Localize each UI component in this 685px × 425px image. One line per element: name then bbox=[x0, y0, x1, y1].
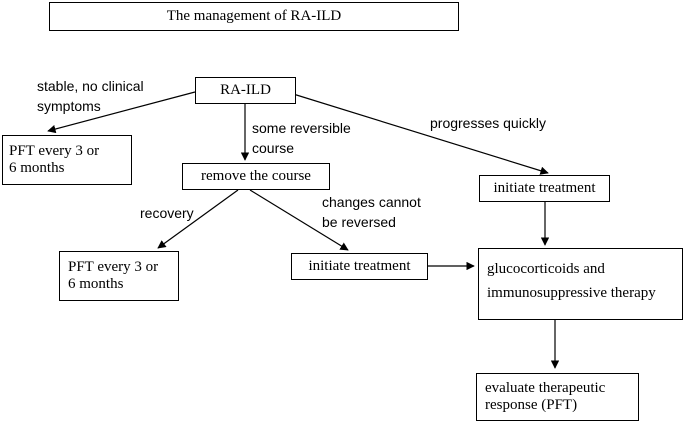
node-remove-course: remove the course bbox=[182, 163, 330, 190]
node-initiate-right-label: initiate treatment bbox=[493, 180, 596, 196]
node-initiate-treatment-right: initiate treatment bbox=[479, 175, 610, 202]
title-box: The management of RA-ILD bbox=[49, 2, 459, 31]
edge-label-recovery: recovery bbox=[140, 203, 194, 223]
arrow-remove-to-initiate-mid bbox=[249, 189, 349, 251]
node-pft-bottom-line2: 6 months bbox=[68, 276, 124, 292]
node-remove-course-label: remove the course bbox=[201, 168, 311, 184]
arrow-remove-to-pft bbox=[157, 189, 239, 249]
node-ra-ild-label: RA-ILD bbox=[220, 82, 271, 98]
node-gluco-line1: glucocorticoids and bbox=[487, 261, 605, 277]
node-ra-ild: RA-ILD bbox=[195, 77, 296, 104]
node-pft-left-line1: PFT every 3 or bbox=[9, 143, 100, 159]
node-evaluate-response: evaluate therapeutic response (PFT) bbox=[476, 373, 639, 421]
edge-label-irreversible: changes cannot be reversed bbox=[322, 192, 421, 232]
edge-label-recovery-text: recovery bbox=[140, 205, 194, 221]
edge-label-reversible: some reversible course bbox=[252, 118, 351, 158]
node-pft-bottom-line1: PFT every 3 or bbox=[68, 259, 159, 275]
node-initiate-treatment-mid: initiate treatment bbox=[291, 253, 428, 280]
arrow-root-to-pft bbox=[47, 91, 196, 134]
node-pft-left: PFT every 3 or 6 months bbox=[2, 135, 132, 185]
node-gluco-line2: immunosuppressive therapy bbox=[487, 285, 656, 301]
edge-label-stable-line1: stable, no clinical bbox=[37, 78, 144, 94]
edge-label-reversible-line1: some reversible bbox=[252, 120, 351, 136]
node-glucocorticoids: glucocorticoids and immunosuppressive th… bbox=[478, 248, 683, 320]
edge-label-progresses: progresses quickly bbox=[430, 113, 546, 133]
diagram-title: The management of RA-ILD bbox=[166, 8, 342, 24]
node-evaluate-line1: evaluate therapeutic bbox=[485, 380, 606, 396]
edge-label-progresses-text: progresses quickly bbox=[430, 115, 546, 131]
arrow-root-to-initiate-right bbox=[289, 92, 549, 175]
node-pft-bottom: PFT every 3 or 6 months bbox=[59, 251, 179, 301]
node-evaluate-line2: response (PFT) bbox=[485, 397, 578, 413]
node-initiate-mid-label: initiate treatment bbox=[308, 258, 411, 274]
node-pft-left-line2: 6 months bbox=[9, 160, 65, 176]
edge-label-reversible-line2: course bbox=[252, 140, 295, 156]
edge-label-irreversible-line1: changes cannot bbox=[322, 194, 421, 210]
edge-label-stable-line2: symptoms bbox=[37, 98, 101, 114]
edge-label-stable: stable, no clinical symptoms bbox=[37, 76, 144, 116]
edge-label-irreversible-line2: be reversed bbox=[322, 214, 396, 230]
